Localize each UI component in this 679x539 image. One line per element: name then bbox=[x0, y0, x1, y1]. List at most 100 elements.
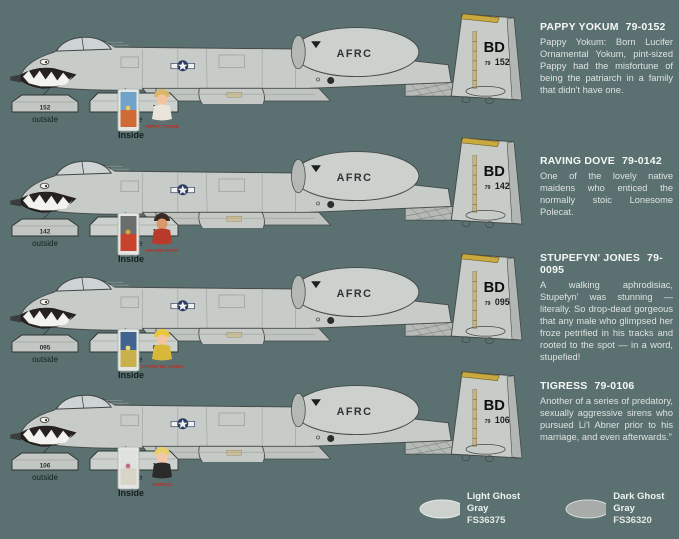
aircraft-name: TIGRESS bbox=[540, 380, 588, 392]
vertical-tail-fin: BD 79 106 bbox=[450, 371, 523, 462]
tail-code: BD bbox=[484, 398, 505, 414]
tail-top-banner-decal bbox=[460, 137, 500, 147]
aircraft-profile-row: AFRC BD 79 106 bbox=[0, 364, 679, 498]
panel-lines bbox=[95, 281, 296, 330]
wing-and-gear-pod bbox=[141, 87, 332, 104]
national-star-insignia bbox=[170, 418, 195, 430]
hog-mouth-nose-art bbox=[20, 416, 77, 447]
vertical-tail-fin: BD 79 152 bbox=[450, 13, 523, 104]
vertical-tail-fin: BD 79 142 bbox=[450, 137, 523, 228]
ladder-door-art-card: Inside bbox=[117, 88, 144, 140]
paint-swatch-oval bbox=[419, 499, 460, 519]
aircraft-description: Pappy Yokum: Born Lucifer Ornamental Yok… bbox=[540, 37, 673, 96]
legend-item-light-ghost-gray: Light Ghost Gray FS36375 bbox=[418, 491, 534, 527]
inside-card-label: Inside bbox=[118, 254, 144, 264]
fin-base-fairing bbox=[465, 85, 506, 97]
formation-light bbox=[327, 76, 335, 85]
hog-mouth-nose-art bbox=[20, 298, 77, 329]
outside-gear-door-decal: 152 outside bbox=[11, 94, 79, 124]
light-ghost-gray-swatch bbox=[419, 499, 460, 519]
aircraft-name: RAVING DOVE bbox=[540, 155, 615, 167]
a10-side-profile-illustration: AFRC BD 79 142 bbox=[10, 137, 523, 228]
paint-swatch-oval bbox=[565, 499, 607, 519]
tail-code: BD bbox=[484, 280, 505, 296]
national-star-insignia bbox=[170, 300, 195, 312]
nose-gun bbox=[10, 198, 22, 207]
tail-code: BD bbox=[484, 40, 505, 56]
tail-top-banner-decal bbox=[460, 13, 500, 23]
legend-item-dark-ghost-gray: Dark Ghost Gray FS36320 bbox=[564, 491, 679, 527]
outside-label: outside bbox=[32, 239, 58, 248]
tail-serial-number: 142 bbox=[495, 181, 510, 191]
formation-light bbox=[327, 434, 335, 443]
dark-ghost-gray-swatch bbox=[565, 499, 607, 519]
outside-gear-door-decal: 095 outside bbox=[11, 334, 79, 364]
aircraft-name: STUPEFYN' JONES bbox=[540, 252, 641, 264]
tail-serial-prefix: 79 bbox=[485, 61, 491, 67]
svg-text:79 095: 79 095 bbox=[485, 292, 510, 309]
outside-door-number: 152 bbox=[40, 105, 51, 112]
aircraft-serial: 79-0095 bbox=[540, 252, 663, 276]
svg-text:79 142: 79 142 bbox=[485, 176, 510, 193]
nose-art-caption: PAPPY YOKUM bbox=[145, 124, 179, 129]
aircraft-title: PAPPY YOKUM 79-0152 bbox=[540, 21, 673, 33]
walkway-triangle-marking bbox=[311, 41, 321, 49]
tail-serial-prefix: 79 bbox=[485, 185, 491, 191]
outside-label: outside bbox=[32, 355, 58, 364]
swatch-label: Dark Ghost Gray bbox=[613, 491, 665, 514]
cockpit-canopy bbox=[55, 276, 113, 292]
nose-art-character: RAVING DOVE bbox=[146, 213, 179, 253]
fuselage-text-afrc: AFRC bbox=[337, 172, 373, 184]
outside-label: outside bbox=[32, 473, 58, 482]
decal-placement-strip: 142 outside 142 inside Inside bbox=[11, 212, 179, 264]
cockpit-canopy bbox=[55, 394, 113, 410]
swatch-label: Light Ghost Gray bbox=[466, 491, 521, 514]
national-star-insignia bbox=[170, 184, 195, 196]
national-star-insignia bbox=[170, 60, 195, 72]
a10-side-profile-illustration: AFRC BD 79 106 bbox=[10, 371, 523, 462]
tail-ladder-stripe-decal bbox=[472, 271, 477, 329]
a10-side-profile-illustration: AFRC BD 79 095 bbox=[10, 253, 523, 344]
nose-gun bbox=[10, 432, 22, 441]
inside-card-label: Inside bbox=[118, 130, 144, 140]
engine-nacelle: AFRC bbox=[291, 385, 420, 443]
tail-serial-prefix: 79 bbox=[485, 301, 491, 307]
fuselage-text-afrc: AFRC bbox=[337, 406, 373, 418]
nose-gun bbox=[10, 74, 22, 83]
walkway-triangle-marking bbox=[311, 165, 321, 173]
aircraft-serial: 79-0152 bbox=[625, 21, 666, 33]
tail-top-banner-decal bbox=[460, 253, 500, 263]
tail-serial-number: 152 bbox=[495, 57, 510, 67]
aircraft-profile-row: AFRC BD 79 152 bbox=[0, 6, 679, 140]
aircraft-name: PAPPY YOKUM bbox=[540, 21, 619, 33]
color-legend: Light Ghost Gray FS36375 Dark Ghost Gray… bbox=[418, 491, 679, 527]
fuselage-text-afrc: AFRC bbox=[337, 288, 373, 300]
formation-light bbox=[327, 316, 335, 325]
aircraft-profile-row: AFRC BD 79 142 bbox=[0, 130, 679, 264]
swatch-code: FS36320 bbox=[613, 514, 652, 526]
vertical-tail-fin: BD 79 095 bbox=[450, 253, 523, 344]
engine-nacelle: AFRC bbox=[291, 151, 420, 209]
outside-label: outside bbox=[32, 115, 58, 124]
fin-base-fairing bbox=[465, 325, 506, 337]
outside-door-number: 142 bbox=[40, 229, 51, 236]
outside-door-number: 106 bbox=[40, 463, 51, 470]
outside-gear-door-decal: 106 outside bbox=[11, 452, 79, 482]
hog-mouth-nose-art bbox=[20, 58, 77, 89]
tail-serial-prefix: 79 bbox=[485, 419, 491, 425]
walkway-triangle-marking bbox=[311, 281, 321, 289]
svg-text:79 152: 79 152 bbox=[485, 52, 510, 69]
wing-and-gear-pod bbox=[141, 211, 332, 228]
decal-placement-strip: 095 outside 095 inside Inside bbox=[11, 328, 184, 380]
svg-text:79 106: 79 106 bbox=[485, 410, 510, 427]
nose-art-caption: TIGRESS bbox=[152, 482, 173, 487]
engine-nacelle: AFRC bbox=[291, 267, 420, 325]
ladder-door-art-card: Inside bbox=[117, 328, 144, 380]
nose-art-caption: STUPEFYN' JONES bbox=[141, 364, 184, 369]
inside-card-label: Inside bbox=[118, 370, 144, 380]
decal-placement-strip: 152 outside 152 inside Inside bbox=[11, 88, 179, 140]
cockpit-canopy bbox=[55, 36, 113, 52]
